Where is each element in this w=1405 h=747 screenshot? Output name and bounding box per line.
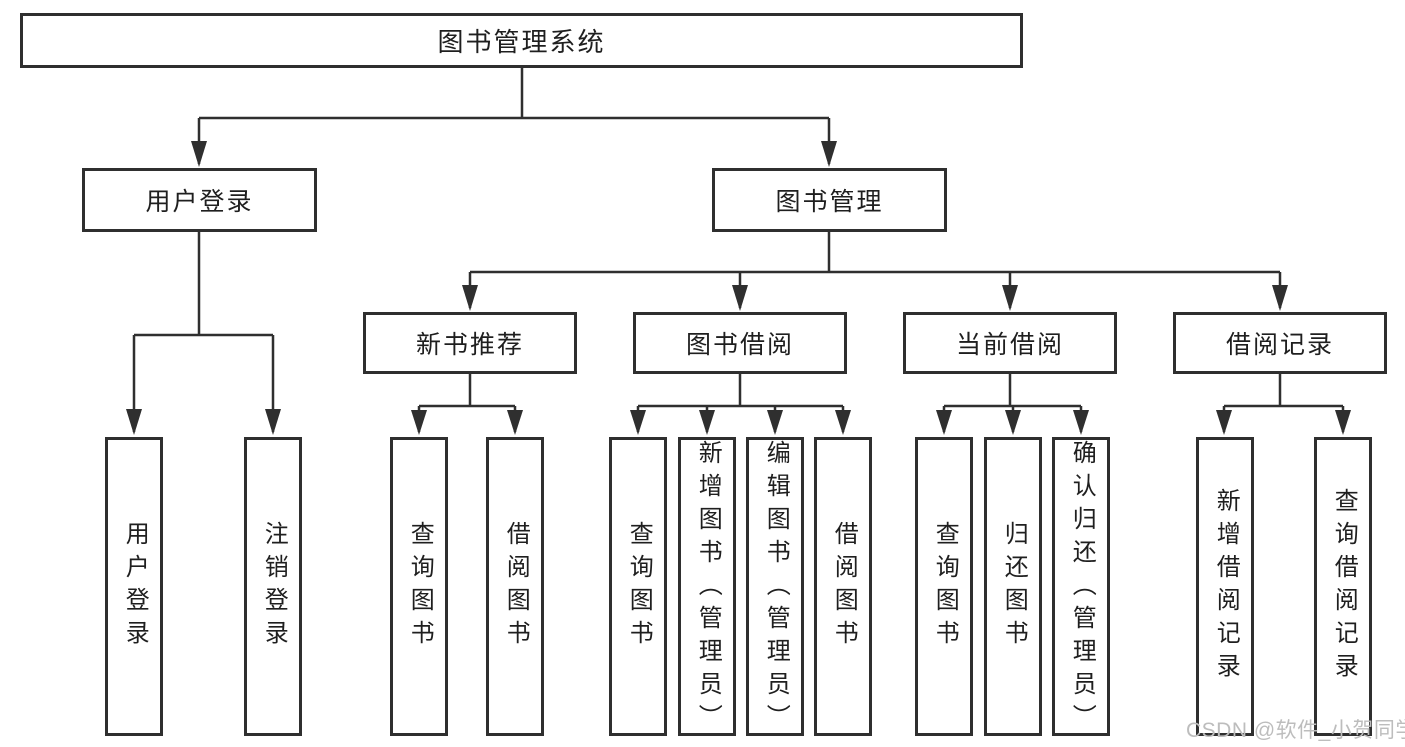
watermark: CSDN @软件_小贺同学 bbox=[1186, 719, 1405, 742]
node-new-book-recommend: 新书推荐 bbox=[363, 312, 577, 374]
leaf-logout: 注销登录 bbox=[244, 437, 302, 736]
leaf-label: 查询图书 bbox=[406, 520, 434, 653]
node-label: 新书推荐 bbox=[415, 331, 524, 359]
arrowhead bbox=[191, 141, 207, 167]
arrowhead bbox=[1005, 410, 1021, 435]
arrowhead bbox=[630, 410, 646, 435]
node-book-borrowing: 图书借阅 bbox=[633, 312, 847, 374]
arrowhead bbox=[462, 285, 478, 311]
connector-borrowing-records-to-leaves bbox=[1222, 374, 1345, 432]
leaf-label: 注销登录 bbox=[260, 520, 288, 653]
node-user-login: 用户登录 bbox=[82, 168, 317, 232]
arrowhead bbox=[1216, 410, 1232, 435]
node-label: 借阅记录 bbox=[1225, 331, 1334, 359]
leaf-borrow-books-recommend: 借阅图书 bbox=[486, 437, 544, 736]
leaf-label: 借阅图书 bbox=[830, 520, 858, 653]
leaf-user-login: 用户登录 bbox=[105, 437, 163, 736]
arrowhead bbox=[265, 409, 281, 435]
leaf-return-books: 归还图书 bbox=[984, 437, 1042, 736]
leaf-borrow-books-borrowing: 借阅图书 bbox=[814, 437, 872, 736]
node-label: 用户登录 bbox=[145, 188, 254, 216]
leaf-label: 查询图书 bbox=[931, 520, 959, 653]
arrowhead bbox=[821, 141, 837, 167]
node-label: 当前借阅 bbox=[955, 331, 1064, 359]
arrowhead bbox=[1272, 285, 1288, 311]
leaf-query-books-recommend: 查询图书 bbox=[390, 437, 448, 736]
leaf-query-books-borrowing: 查询图书 bbox=[609, 437, 667, 736]
node-label: 图书管理系统 bbox=[437, 27, 606, 57]
connector-root-to-level2 bbox=[197, 68, 831, 164]
arrowhead bbox=[507, 410, 523, 435]
leaf-label: 新增借阅记录 bbox=[1212, 487, 1240, 686]
leaf-edit-books-admin: 编辑图书（管理员） bbox=[746, 437, 804, 737]
leaf-label: 确认归还（管理员） bbox=[1068, 440, 1096, 737]
leaf-confirm-return-admin: 确认归还（管理员） bbox=[1052, 437, 1110, 737]
arrowhead bbox=[1002, 285, 1018, 311]
arrowhead bbox=[936, 410, 952, 435]
leaf-label: 查询图书 bbox=[625, 520, 653, 653]
node-label: 图书借阅 bbox=[685, 331, 794, 359]
arrowhead bbox=[1335, 410, 1351, 435]
connector-book-management-to-level3 bbox=[468, 232, 1282, 308]
leaf-label: 编辑图书（管理员） bbox=[762, 440, 790, 737]
leaf-query-books-current: 查询图书 bbox=[915, 437, 973, 736]
leaf-label: 新增图书（管理员） bbox=[694, 440, 722, 737]
node-current-borrowing: 当前借阅 bbox=[903, 312, 1117, 374]
node-book-management-system: 图书管理系统 bbox=[20, 13, 1023, 68]
arrowhead bbox=[732, 285, 748, 311]
arrowhead bbox=[411, 410, 427, 435]
leaf-query-borrow-record: 查询借阅记录 bbox=[1314, 437, 1372, 736]
leaf-label: 查询借阅记录 bbox=[1330, 487, 1358, 686]
connector-new-book-to-leaves bbox=[417, 374, 517, 432]
connector-user-login-to-leaves bbox=[132, 232, 275, 432]
arrowhead bbox=[767, 410, 783, 435]
leaf-label: 用户登录 bbox=[121, 520, 149, 653]
node-label: 图书管理 bbox=[775, 188, 884, 216]
arrowhead bbox=[699, 410, 715, 435]
connector-book-borrowing-to-leaves bbox=[636, 374, 845, 432]
leaf-add-books-admin: 新增图书（管理员） bbox=[678, 437, 736, 737]
node-borrowing-records: 借阅记录 bbox=[1173, 312, 1387, 374]
node-book-management: 图书管理 bbox=[712, 168, 947, 232]
arrowhead bbox=[1073, 410, 1089, 435]
leaf-label: 借阅图书 bbox=[502, 520, 530, 653]
arrowhead bbox=[126, 409, 142, 435]
arrowhead bbox=[835, 410, 851, 435]
leaf-label: 归还图书 bbox=[1000, 520, 1028, 653]
leaf-add-borrow-record: 新增借阅记录 bbox=[1196, 437, 1254, 736]
